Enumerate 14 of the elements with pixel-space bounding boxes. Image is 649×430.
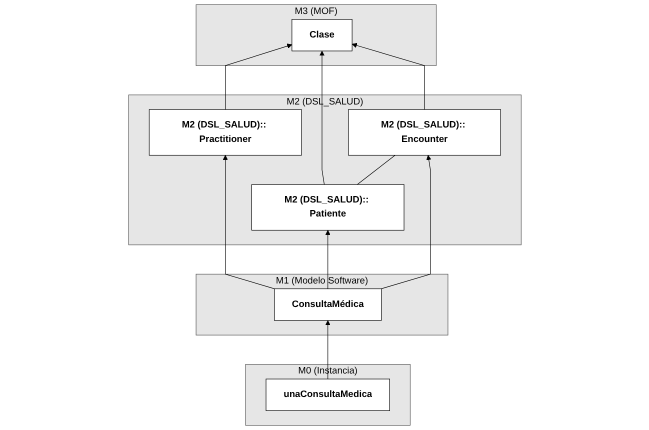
arrow xyxy=(380,155,431,290)
node-box: Clase xyxy=(291,19,352,52)
node-box: M2 (DSL_SALUD):: Patiente xyxy=(250,184,404,231)
arrow xyxy=(324,230,330,290)
node-box: M2 (DSL_SALUD):: Practitioner xyxy=(148,109,302,156)
node-box: M2 (DSL_SALUD):: Encounter xyxy=(348,109,501,156)
arrow xyxy=(222,155,274,290)
arrow xyxy=(324,320,330,380)
arrow xyxy=(224,44,292,110)
arrow xyxy=(351,42,424,110)
arrow xyxy=(319,50,324,185)
node-box: ConsultaMédica xyxy=(274,288,382,321)
node-box: unaConsultaMedica xyxy=(265,378,390,411)
connector xyxy=(356,154,395,185)
